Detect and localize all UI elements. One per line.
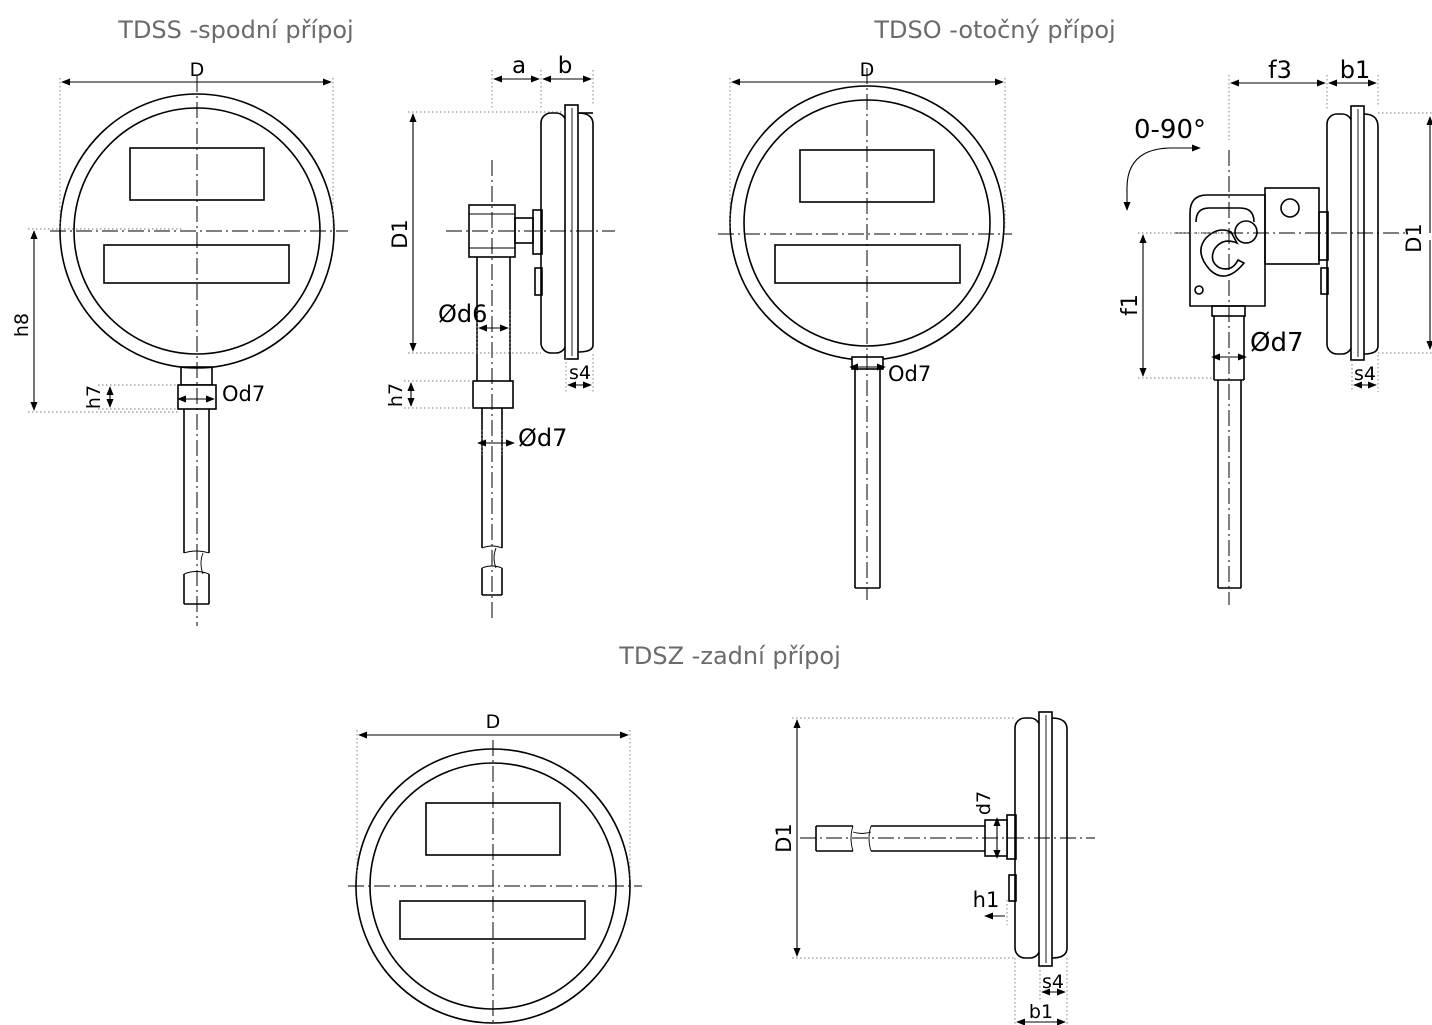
tdso-side-dim-f3: f3: [1268, 56, 1292, 84]
tdss-side-dim-a: a: [512, 53, 526, 79]
tdso-side-dim-b1: b1: [1340, 56, 1371, 84]
tdss-side-dim-d7: Ød7: [518, 424, 567, 452]
tdss-side-bezel: [564, 104, 579, 360]
tdso-side-bracket-hole: [1280, 198, 1300, 218]
tdss-dim-od7: Od7: [222, 382, 265, 406]
title-tdso: TDSO -otočný přípoj: [873, 16, 1115, 44]
tdsz-side-stem: [815, 825, 985, 852]
tdss-side-dim-D1: D1: [388, 219, 412, 249]
tdsz-side-dim-D1: D1: [772, 823, 796, 853]
tdso-dim-D: D: [860, 59, 875, 81]
tdso-dim-od7: Od7: [888, 362, 931, 386]
tdso-side-view: f3 b1 f1 Ød7 s4 D1 0-90°: [1118, 56, 1432, 605]
tdss-side-dim-h7: h7: [385, 383, 407, 407]
tdso-side-dim-D1: D1: [1402, 223, 1426, 253]
tdso-side-dim-s4: s4: [1354, 363, 1376, 385]
tdso-swivel-screw: [1194, 285, 1204, 295]
tdsz-front-view: D: [348, 711, 642, 1025]
tdsz-side-bezel: [1038, 711, 1053, 967]
tdso-side-dim-f1: f1: [1118, 294, 1143, 316]
tdss-side-button: [534, 267, 543, 296]
tdso-rotation-angle: 0-90°: [1134, 115, 1206, 145]
tdss-side-glass: [577, 112, 594, 353]
tdsz-side-glass: [1051, 717, 1068, 959]
tdss-side-case: [540, 112, 567, 354]
tdss-dim-D: D: [190, 59, 205, 81]
tdsz-side-view: D1 d7 h1 s4 b1: [772, 711, 1095, 1025]
title-tdss: TDSS -spodní přípoj: [117, 16, 353, 44]
tdss-side-view: a b D1 Ød6 h7 Ød7 s4: [385, 53, 615, 620]
tdso-side-button: [1320, 267, 1329, 295]
tdss-stem-break: [183, 550, 210, 575]
tdso-swivel-pin: [1234, 220, 1258, 244]
tdsz-side-button: [1008, 874, 1017, 902]
tdsz-side-dim-s4: s4: [1042, 971, 1064, 993]
tdso-rotation-arrow: [1123, 144, 1201, 211]
tdss-dim-h7: h7: [83, 385, 105, 409]
tdss-side-stem: [481, 408, 503, 596]
tdss-side-nut: [472, 380, 514, 409]
tdso-side-case: [1326, 113, 1353, 355]
tdss-stem: [183, 409, 210, 605]
tdso-swivel-top: [1195, 207, 1255, 223]
tdsz-dim-D: D: [486, 711, 501, 733]
tdsz-side-dim-b1: b1: [1029, 1001, 1053, 1023]
tdso-front-view: D Od7: [718, 59, 1012, 600]
tdso-side-glass: [1363, 113, 1379, 355]
title-tdsz: TDSZ -zadní přípoj: [618, 642, 841, 670]
tdsz-side-dim-d7: d7: [973, 791, 995, 815]
tdss-side-dim-b: b: [558, 53, 573, 79]
tdss-side-dim-s4: s4: [569, 362, 591, 384]
tdss-dim-h8: h8: [11, 313, 33, 337]
tdsz-side-dim-h1: h1: [973, 888, 1000, 912]
tdss-front-view: D h8 h7 Od7: [11, 59, 348, 626]
tdsz-side-stem-break: [850, 825, 872, 852]
tdss-side-dim-d6: Ød6: [438, 300, 487, 328]
tdso-swivel-hook: [1200, 229, 1246, 277]
tdso-side-dim-d7: Ød7: [1250, 328, 1304, 358]
